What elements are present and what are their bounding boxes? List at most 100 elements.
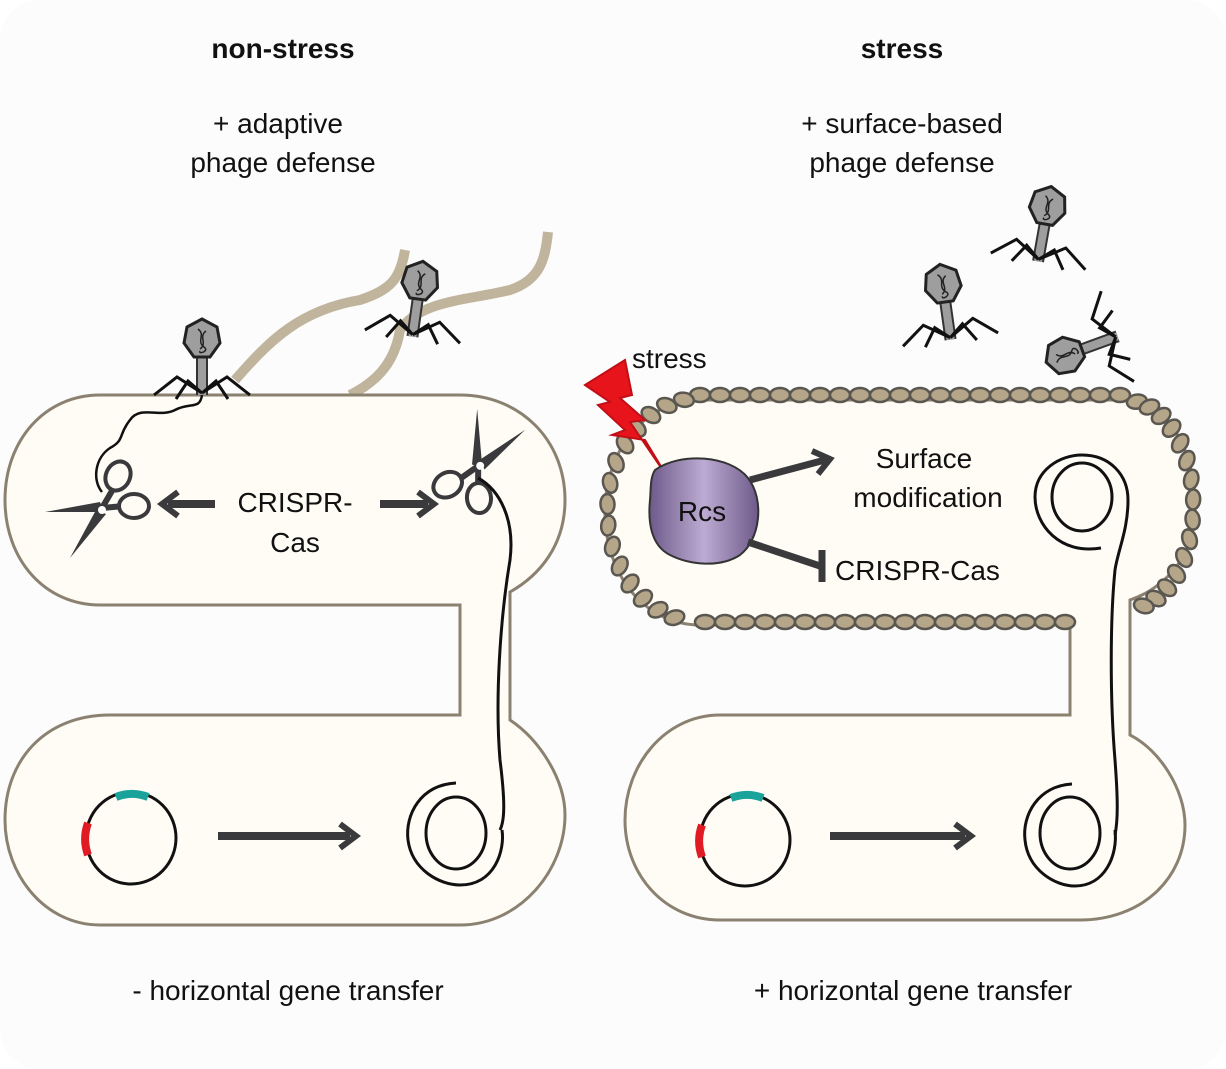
capsule-bead (773, 613, 797, 631)
capsule-bead (908, 386, 932, 404)
capsule-bead (1008, 386, 1032, 404)
capsule-bead (928, 386, 952, 404)
right-panel-footer: + horizontal gene transfer (754, 975, 1072, 1006)
plasmid-red-segment (695, 823, 706, 859)
capsule-bead (933, 613, 957, 631)
capsule-bead (713, 613, 737, 631)
capsule-bead (1184, 508, 1201, 531)
capsule-bead (632, 588, 654, 608)
capsule-bead (748, 386, 772, 404)
bacteriophage-icon (990, 178, 1098, 273)
left-panel-footer: - horizontal gene transfer (132, 975, 443, 1006)
arrow-left-head (157, 489, 180, 519)
cell-debris (347, 231, 553, 400)
transfer-dna-strand (477, 476, 513, 831)
capsule-bead (733, 613, 757, 631)
capsule-bead (1180, 528, 1199, 551)
capsule-bead (1177, 449, 1196, 472)
capsule-bead (768, 386, 792, 404)
capsule-bead (607, 451, 625, 474)
capsule-bead (1182, 468, 1200, 491)
capsule-bead (663, 609, 686, 627)
left-panel-subtitle-line2: phage defense (190, 147, 375, 178)
capsule-bead (793, 613, 817, 631)
capsule-bead (1170, 432, 1190, 454)
rcs-label: Rcs (678, 496, 726, 527)
capsule-bead (620, 573, 640, 594)
capsule-bead (1068, 386, 1092, 404)
capsule-bead (1013, 613, 1037, 631)
surface-modification-line2: modification (853, 482, 1002, 513)
capsule-bead (1033, 613, 1057, 631)
capsule-bead (893, 613, 917, 631)
capsule-bead (973, 613, 997, 631)
capsule-bead (1138, 398, 1161, 416)
plasmid-coil-inner (1050, 461, 1114, 533)
capsule-bead (599, 514, 617, 537)
transfer-arrow-head (338, 821, 361, 851)
capsule-bead (853, 613, 877, 631)
capsule-bead (948, 386, 972, 404)
left-panel-title: non-stress (211, 33, 354, 64)
capsule-bead (753, 613, 777, 631)
recipient-plasmid-inner (1038, 795, 1102, 871)
activation-arrow (749, 456, 826, 484)
plasmid-red-segment (81, 821, 92, 857)
cell-debris (231, 249, 410, 384)
capsule-bead (993, 613, 1017, 631)
activation-arrow-head (810, 448, 835, 476)
left-panel-subtitle-line1: + adaptive (213, 108, 343, 139)
capsule-bead (728, 386, 752, 404)
capsule-bead (888, 386, 912, 404)
capsule-bead (693, 613, 717, 631)
inhibition-line (746, 538, 822, 570)
crispr-cas-inhibited-label: CRISPR-Cas (835, 555, 1000, 586)
capsule-bead (672, 391, 696, 409)
surface-modification-line1: Surface (876, 443, 973, 474)
capsule-bead (873, 613, 897, 631)
injected-dna (94, 394, 204, 493)
arrow-right-head (416, 489, 439, 519)
bacteriophage-icon (154, 319, 250, 399)
capsule-bead (988, 386, 1012, 404)
capsule-bead (913, 613, 937, 631)
capsule-bead (953, 613, 977, 631)
capsule-bead (603, 535, 622, 558)
capsule-bead (1053, 613, 1077, 631)
right-panel-subtitle-line2: phage defense (809, 147, 994, 178)
capsule-bead (647, 600, 669, 619)
rcs-protein (648, 457, 760, 565)
crispr-label-line2: Cas (270, 527, 320, 558)
recipient-plasmid-inner (424, 795, 488, 871)
capsule-bead (599, 492, 616, 516)
capsule-bead (1166, 563, 1187, 584)
capsule-bead (1048, 386, 1072, 404)
capsule-bead (708, 386, 732, 404)
plasmid-teal-segment (114, 790, 150, 801)
capsule-bead (1108, 386, 1132, 404)
right-panel-subtitle-line1: + surface-based (801, 108, 1003, 139)
plasmid-teal-segment (729, 791, 765, 802)
capsule-bead (828, 386, 852, 404)
crispr-label-line1: CRISPR- (237, 487, 352, 518)
right-panel-title: stress (861, 33, 944, 64)
recipient-plasmid-outer (1023, 782, 1117, 888)
stress-label: stress (632, 343, 707, 374)
capsule-bead (788, 386, 812, 404)
capsule-bead (808, 386, 832, 404)
transfer-dna-strand (1033, 453, 1130, 836)
capsule-bead (1184, 488, 1202, 511)
bacteriophage-icon (892, 258, 998, 351)
capsule-bead (848, 386, 872, 404)
capsule-bead (610, 555, 629, 577)
capsule-bead (1028, 386, 1052, 404)
capsule-layer (599, 386, 1202, 631)
capsule-bead (655, 396, 678, 415)
capsule-bead (968, 386, 992, 404)
capsule-bead (1150, 406, 1172, 426)
capsule-bead (1132, 597, 1155, 615)
capsule-bead (833, 613, 857, 631)
capsule-bead (1174, 546, 1194, 569)
capsule-bead (813, 613, 837, 631)
